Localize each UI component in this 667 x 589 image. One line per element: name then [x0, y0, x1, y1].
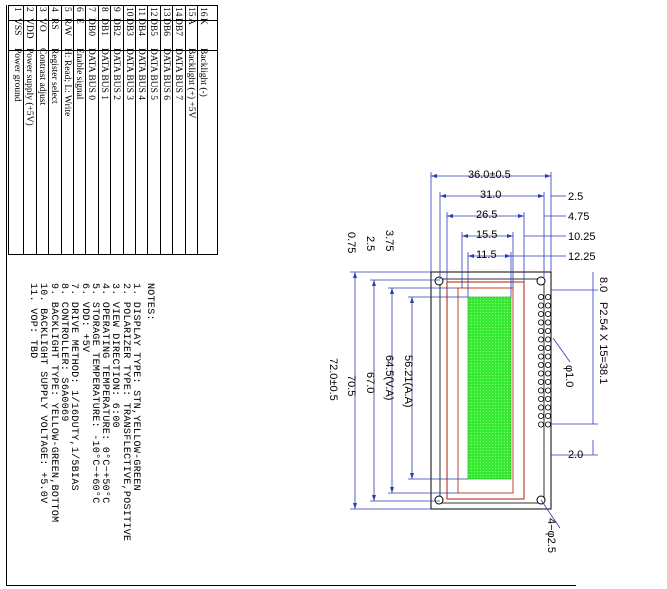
pin-row-divider: [48, 6, 50, 254]
dim-width-total: 36.0±0.5: [468, 169, 511, 181]
dim-hole-pin: φ1.0: [563, 365, 575, 387]
header-pad: [545, 310, 552, 317]
dim-left375: 3.75: [383, 230, 395, 251]
header-pad: [538, 336, 545, 343]
pin-assignment-table: [8, 5, 218, 255]
header-pad: [545, 404, 552, 411]
header-pad: [538, 327, 545, 334]
header-pad: [538, 378, 545, 385]
pin-header: [538, 293, 552, 428]
header-pad: [545, 395, 552, 402]
header-pad: [545, 370, 552, 377]
lcd-active-area: [467, 296, 512, 480]
dim-r475: 4.75: [568, 211, 589, 223]
header-pad: [545, 353, 552, 360]
header-pad: [538, 319, 545, 326]
pin-row-divider: [122, 6, 124, 254]
pin-row-divider: [147, 6, 149, 254]
header-pad: [545, 319, 552, 326]
dim-15: 15.5: [476, 229, 497, 241]
dim-pitch: P2.54 X 15=38.1: [597, 302, 609, 384]
pin-row-divider: [159, 6, 161, 254]
pin-row-divider: [184, 6, 186, 254]
dim-11: 11.5: [476, 249, 497, 261]
dim-mount-hole: 4−φ2.5: [545, 518, 557, 553]
mount-hole-top-left: [434, 276, 444, 286]
header-pad: [545, 327, 552, 334]
dim-67: 67.0: [364, 372, 376, 393]
header-pad: [545, 387, 552, 394]
header-pad: [538, 412, 545, 419]
table-divider-2: [9, 50, 217, 51]
dim-length-total: 72.0±0.5: [327, 358, 339, 401]
left-border-line: [6, 5, 7, 585]
pin-row-divider: [172, 6, 174, 254]
header-pad: [538, 387, 545, 394]
header-pad: [538, 302, 545, 309]
pin-row-divider: [85, 6, 87, 254]
arrowheads: [353, 174, 551, 509]
header-pad: [545, 378, 552, 385]
dim-r1025: 10.25: [568, 231, 596, 243]
header-pad: [538, 293, 545, 300]
header-pad: [538, 344, 545, 351]
bezel-outline: [446, 281, 525, 500]
dim-r25: 2.5: [568, 191, 583, 203]
pin-row-divider: [73, 6, 74, 254]
pin-row-divider: [197, 6, 198, 254]
pcb-outline: [439, 278, 545, 504]
bottom-border-line: [6, 585, 576, 586]
dim-r20: 2.0: [568, 449, 583, 461]
header-pad: [545, 302, 552, 309]
mount-hole-top-right: [536, 276, 546, 286]
dim-r1225: 12.25: [568, 251, 596, 263]
dim-705: 70.5: [345, 375, 357, 396]
dim-va: 64.5(V.A): [383, 355, 395, 400]
mount-hole-bottom-left: [434, 495, 444, 505]
pin-row-divider: [60, 6, 62, 254]
pin-row-divider: [110, 6, 112, 254]
dim-left25: 2.5: [364, 236, 376, 251]
header-pad: [545, 344, 552, 351]
header-pad: [538, 421, 545, 428]
dim-31: 31.0: [480, 189, 501, 201]
header-pad: [538, 353, 545, 360]
pin-row-divider: [97, 6, 99, 254]
header-pad: [538, 395, 545, 402]
header-pad: [545, 293, 552, 300]
dim-left075: 0.75: [345, 232, 357, 253]
header-pad: [538, 310, 545, 317]
top-dimension-lines: [354, 175, 594, 529]
header-pad: [538, 404, 545, 411]
pin-row-divider: [35, 6, 37, 254]
table-divider-1: [9, 20, 217, 21]
header-pad: [545, 336, 552, 343]
viewing-area-outline: [457, 287, 514, 494]
header-pad: [538, 370, 545, 377]
dim-26: 26.5: [476, 209, 497, 221]
extension-lines: [350, 172, 598, 510]
dimension-labels: 36.0±0.5 31.0 26.5 15.5 11.5 2.5 4.75 10…: [327, 169, 609, 553]
pin-row-divider: [135, 6, 136, 254]
dim-r80: 8.0: [597, 277, 609, 292]
dim-aa: 56.21(A.A): [402, 355, 414, 408]
header-pad: [545, 421, 552, 428]
header-pad: [538, 361, 545, 368]
header-pad: [545, 412, 552, 419]
pin-row-divider: [23, 6, 25, 254]
module-outline: [430, 271, 552, 510]
header-pad: [545, 361, 552, 368]
